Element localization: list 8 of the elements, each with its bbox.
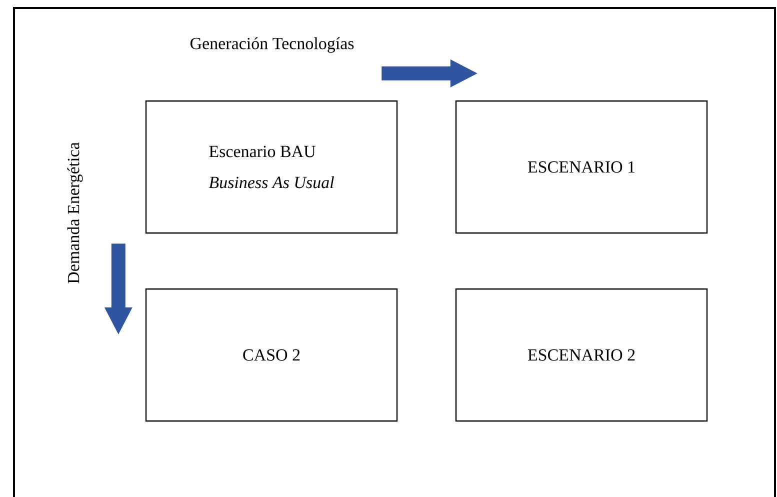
block-arrow — [104, 244, 132, 334]
scenario-box: ESCENARIO 1 — [455, 100, 708, 234]
block-arrow — [382, 59, 478, 88]
axis-label: Generación Tecnologías — [190, 37, 354, 53]
scenario-box: Escenario BAU Business As Usual — [145, 100, 398, 234]
scenario-box: ESCENARIO 2 — [455, 288, 708, 422]
scenario-box: CASO 2 — [145, 288, 398, 422]
axis-label: Demanda Energética — [67, 142, 83, 284]
